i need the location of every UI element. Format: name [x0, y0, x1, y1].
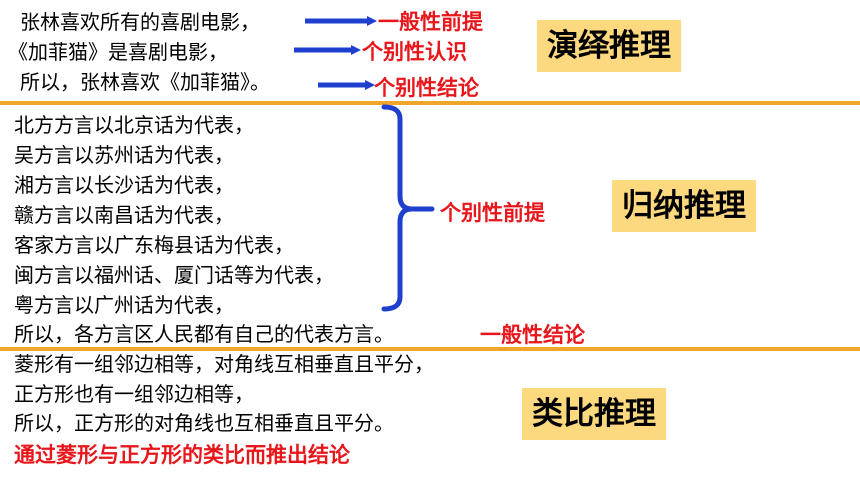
- induction-line-3: 湘方言以长沙话为代表，: [14, 173, 234, 197]
- analogy-line-2: 正方形也有一组邻边相等，: [14, 382, 254, 406]
- note-individual-knowledge: 个别性认识: [362, 40, 467, 64]
- note-analogy-conclusion: 通过菱形与正方形的类比而推出结论: [14, 443, 350, 467]
- induction-line-8: 所以，各方言区人民都有自己的代表方言。: [14, 322, 394, 346]
- analogy-line-3: 所以，正方形的对角线也互相垂直且平分。: [14, 411, 394, 435]
- induction-line-7: 粤方言以广州话为代表，: [14, 293, 234, 317]
- deduction-line-3: 所以，张林喜欢《加菲猫》。: [20, 70, 270, 94]
- separator-1: [0, 101, 860, 105]
- curly-brace-icon: [381, 104, 435, 312]
- deduction-line-1: 张林喜欢所有的喜剧电影，: [20, 10, 260, 34]
- note-general-conclusion: 一般性结论: [480, 323, 585, 347]
- induction-line-6: 闽方言以福州话、厦门话等为代表，: [14, 263, 334, 287]
- induction-line-4: 赣方言以南昌话为代表，: [14, 203, 234, 227]
- tag-inductive-reasoning: 归纳推理: [612, 180, 756, 232]
- note-general-premise: 一般性前提: [378, 10, 483, 34]
- deduction-line-2: 《加菲猫》是喜剧电影，: [8, 40, 228, 64]
- tag-analogical-reasoning: 类比推理: [522, 388, 666, 440]
- note-individual-premise: 个别性前提: [440, 201, 545, 225]
- tag-deductive-reasoning: 演绎推理: [537, 20, 681, 72]
- induction-line-5: 客家方言以广东梅县话为代表，: [14, 233, 294, 257]
- induction-line-2: 吴方言以苏州话为代表，: [14, 143, 234, 167]
- induction-line-1: 北方方言以北京话为代表，: [14, 113, 254, 137]
- note-individual-conclusion: 个别性结论: [374, 76, 479, 100]
- analogy-line-1: 菱形有一组邻边相等，对角线互相垂直且平分，: [14, 352, 434, 376]
- separator-2: [0, 347, 860, 351]
